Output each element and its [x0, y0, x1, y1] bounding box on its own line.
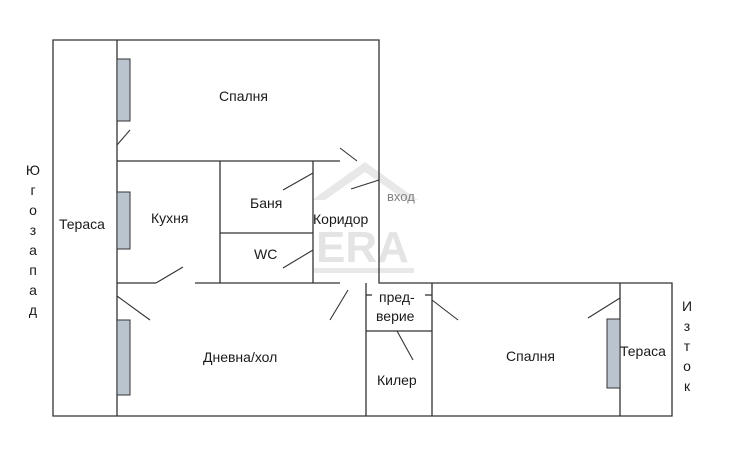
orientation-letter: а — [29, 242, 37, 258]
era-watermark: ERA — [312, 162, 418, 273]
room-label-terrace-left: Тераса — [59, 216, 105, 232]
room-label-bathroom: Баня — [250, 195, 282, 211]
window-bedroom-right — [606, 318, 621, 389]
orientation-letter: И — [681, 298, 693, 314]
watermark-text: ERA — [316, 223, 409, 272]
room-label-kitchen: Кухня — [151, 210, 188, 226]
room-label-hall-top: пред- — [379, 289, 415, 305]
doors — [116, 129, 621, 361]
watermark-house-roof — [312, 162, 418, 200]
orientation-letter: Ю — [25, 162, 41, 178]
orientation-letter: т — [683, 338, 691, 354]
room-label-wc: WC — [254, 246, 277, 262]
orientation-southwest: Ю г о з а п а д — [23, 160, 43, 320]
orientation-east: И з т о к — [677, 296, 697, 396]
windows — [116, 58, 621, 396]
orientation-letter: а — [29, 282, 37, 298]
room-label-living: Дневна/хол — [203, 349, 277, 365]
window-kitchen — [116, 191, 131, 250]
orientation-letter: о — [683, 358, 691, 374]
room-label-hall-bottom: верие — [376, 308, 415, 324]
room-label-terrace-right: Тераса — [620, 343, 666, 359]
window-living — [116, 319, 131, 396]
orientation-letter: п — [29, 262, 37, 278]
orientation-letter: з — [29, 222, 37, 238]
room-label-bedroom-top: Спалня — [219, 88, 268, 104]
orientation-letter: о — [29, 202, 37, 218]
window-bedroom-top — [116, 58, 131, 122]
orientation-letter: д — [28, 302, 38, 318]
watermark-bar — [314, 268, 414, 273]
orientation-letter: к — [683, 378, 691, 394]
room-label-pantry: Килер — [377, 372, 417, 388]
entrance-label: вход — [387, 189, 415, 204]
orientation-letter: г — [30, 182, 36, 198]
orientation-letter: з — [683, 318, 691, 334]
room-label-bedroom-right: Спалня — [506, 348, 555, 364]
room-label-corridor: Коридор — [313, 211, 369, 227]
